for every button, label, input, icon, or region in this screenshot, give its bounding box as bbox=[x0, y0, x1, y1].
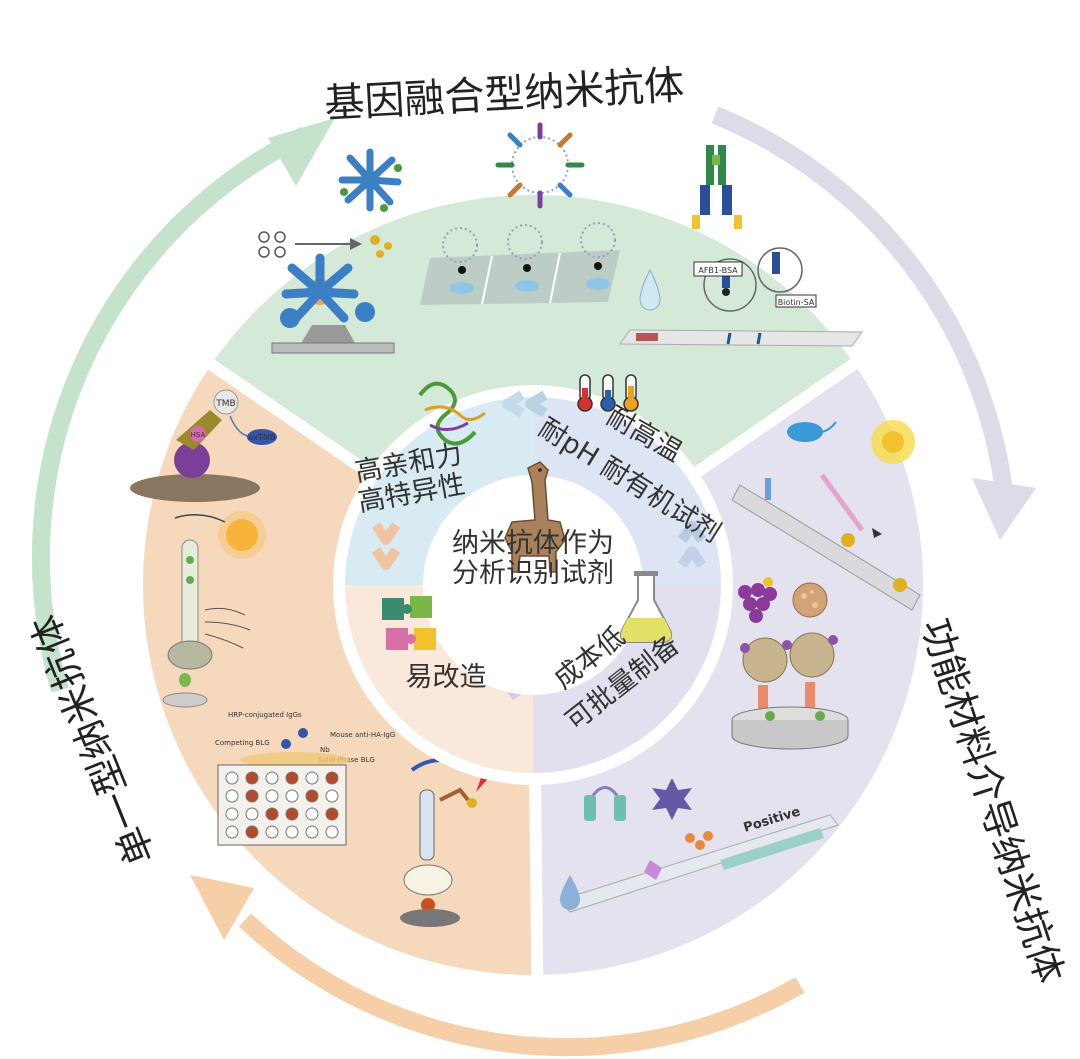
well bbox=[285, 771, 299, 785]
well bbox=[225, 789, 239, 803]
label-gene-fusion: 基因融合型纳米抗体 bbox=[323, 63, 685, 128]
virus-particle-icon bbox=[495, 122, 585, 209]
test-strip-icon bbox=[619, 329, 863, 347]
center-title-line1: 纳米抗体作为 bbox=[452, 528, 614, 559]
tmb-reaction-icon: TMB oxTMB bbox=[213, 389, 277, 445]
bacteria-icon bbox=[787, 421, 837, 442]
plate-particles-icon bbox=[420, 222, 620, 305]
chevron-left-1 bbox=[371, 522, 401, 545]
well bbox=[305, 771, 319, 785]
well bbox=[285, 807, 299, 821]
flask-icon bbox=[619, 571, 673, 643]
afb1-label: AFB1-BSA bbox=[698, 266, 738, 275]
tmb-label: TMB bbox=[215, 399, 235, 409]
protein-structure-icon bbox=[418, 381, 486, 446]
nanobody-pair-icon bbox=[584, 786, 626, 821]
lateral-flow-strip-icon bbox=[731, 473, 921, 611]
hrp-label: HRP-conjugated IgGs bbox=[228, 711, 302, 719]
well bbox=[265, 789, 279, 803]
orange-cycle-arc bbox=[238, 913, 805, 1057]
well-plate-icon bbox=[217, 764, 347, 846]
well bbox=[225, 825, 239, 839]
hsa-label: HSA bbox=[191, 431, 206, 439]
flower-nanoparticle-icon bbox=[338, 148, 402, 212]
thermometer-blue-icon bbox=[600, 374, 616, 412]
sun-icon bbox=[174, 511, 266, 559]
grape-cluster-icon bbox=[738, 577, 777, 623]
puzzle-icon bbox=[382, 596, 436, 650]
elisa-schematic-icon: HRP-conjugated IgGs Mouse anti-HA-IgG Co… bbox=[215, 711, 395, 768]
well bbox=[325, 789, 339, 803]
cycle-arrows bbox=[32, 106, 1036, 1057]
well bbox=[225, 771, 239, 785]
inner-chevrons bbox=[371, 390, 707, 701]
magnetic-bead-assay-icon bbox=[731, 632, 849, 750]
well bbox=[245, 771, 259, 785]
well bbox=[245, 807, 259, 821]
orange-arrow-head bbox=[190, 875, 254, 940]
droplet-lens-icon: AFB1-BSA Biotin-SA bbox=[639, 247, 817, 312]
modify-label: 易改造 bbox=[406, 662, 487, 693]
assembly-arrow-icon bbox=[258, 231, 392, 258]
purple-arrow-head bbox=[972, 478, 1036, 540]
mouse-igg-label: Mouse anti-HA-IgG bbox=[330, 731, 395, 739]
chevron-right-1 bbox=[677, 521, 707, 543]
bead-icon bbox=[792, 582, 828, 618]
well bbox=[325, 807, 339, 821]
chevron-top-2 bbox=[502, 390, 525, 418]
purple-cycle-arc bbox=[711, 106, 1014, 501]
well bbox=[245, 825, 259, 839]
fusion-antibody-icon bbox=[692, 145, 742, 229]
well bbox=[305, 807, 319, 821]
green-arrow-head bbox=[268, 118, 335, 186]
chevron-left-2 bbox=[371, 547, 401, 570]
chevron-right-2 bbox=[677, 546, 707, 568]
green-cycle-arc bbox=[32, 126, 309, 693]
label-single-type: 单一型纳米抗体 bbox=[23, 608, 163, 871]
probe-cell-icon bbox=[162, 539, 251, 708]
chevron-top-1 bbox=[525, 390, 548, 418]
substrate-flower-icon bbox=[271, 253, 395, 354]
well bbox=[325, 825, 339, 839]
well bbox=[245, 789, 259, 803]
center-disc bbox=[423, 475, 643, 695]
well bbox=[285, 789, 299, 803]
center-title-line2: 分析识别试剂 bbox=[452, 558, 614, 589]
well bbox=[265, 771, 279, 785]
well bbox=[285, 825, 299, 839]
thermometer-red-icon bbox=[577, 374, 593, 412]
gene-fusion-illustrations: AFB1-BSA Biotin-SA bbox=[258, 122, 863, 354]
enzyme-complex-icon: HSA bbox=[130, 410, 260, 502]
single-nanobody-illustrations: TMB oxTMB HSA HRP-con bbox=[130, 389, 496, 927]
well bbox=[305, 789, 319, 803]
well bbox=[305, 825, 319, 839]
thermometer-orange-icon bbox=[623, 374, 639, 412]
well bbox=[225, 807, 239, 821]
alpaca-icon bbox=[504, 461, 566, 573]
thermometer-icons bbox=[577, 374, 639, 412]
well bbox=[265, 807, 279, 821]
label-functional-material: 功能材料介导纳米抗体 bbox=[913, 613, 1072, 988]
well bbox=[325, 771, 339, 785]
competing-label: Competing BLG bbox=[215, 739, 270, 747]
nb-label: Nb bbox=[320, 746, 330, 754]
oxtmb-label: oxTMB bbox=[249, 433, 276, 442]
gold-nanoparticle-icon bbox=[871, 420, 915, 464]
biotin-label: Biotin-SA bbox=[778, 298, 815, 307]
functional-material-illustrations: Positive bbox=[559, 420, 921, 913]
well bbox=[265, 825, 279, 839]
purple-star-icon bbox=[652, 778, 692, 820]
